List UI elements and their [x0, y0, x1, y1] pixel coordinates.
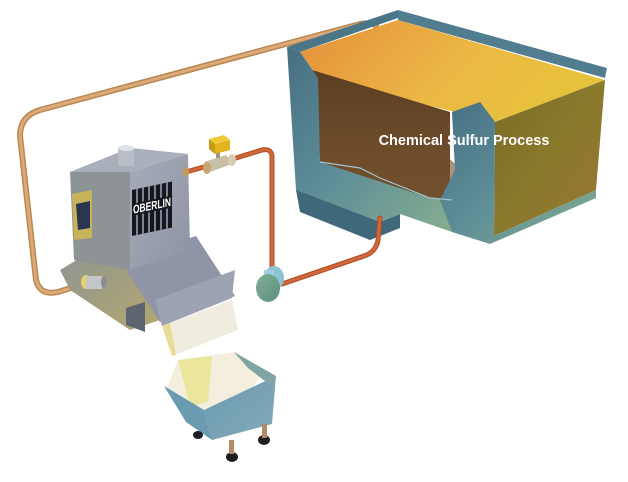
- valve-head-side: [209, 139, 215, 154]
- machine-chute-front: [155, 270, 235, 326]
- process-tank: Chemical Sulfur Process: [287, 10, 607, 244]
- cart-caster: [229, 440, 234, 454]
- inlet-fitting: [86, 276, 102, 289]
- valve-head-front: [215, 140, 230, 154]
- pump: [256, 266, 284, 302]
- filter-cake-sheet: [162, 300, 238, 356]
- filter-cake-edge: [162, 323, 176, 356]
- tank-right-face: [494, 80, 605, 236]
- machine-chimney: [118, 148, 134, 166]
- valve-flange-right: [228, 154, 236, 166]
- cart: [164, 352, 276, 462]
- cart-wheel: [193, 431, 203, 439]
- filter-unit: OBERLIN: [60, 145, 235, 332]
- tank-liquid-surface: [300, 20, 605, 122]
- filter-cake-discharge: [162, 300, 238, 356]
- tank-label: Chemical Sulfur Process: [379, 133, 550, 149]
- valve-flange-left: [203, 162, 211, 174]
- valve-stem: [216, 150, 220, 158]
- valve-head-top: [209, 135, 230, 144]
- cart-load-shadow: [178, 356, 212, 406]
- cart-front: [204, 376, 276, 440]
- valve: [203, 135, 236, 174]
- cart-wheel: [226, 452, 238, 462]
- outlet-pipe: [279, 215, 383, 287]
- brand-grille: OBERLIN: [132, 181, 172, 236]
- pump-face: [256, 274, 280, 302]
- cart-back-rim: [234, 352, 276, 388]
- cart-caster: [262, 424, 267, 438]
- grille-band: [132, 195, 172, 216]
- tank-back-left-rim: [287, 10, 398, 52]
- cart-left-side: [164, 386, 212, 440]
- machine-window: [76, 201, 90, 230]
- tank-left-wall: [287, 47, 452, 232]
- feed-pipe: [183, 147, 275, 275]
- inlet-fitting-end: [101, 276, 107, 288]
- tank-back-rim: [398, 10, 607, 78]
- tank-bottom: [296, 190, 400, 240]
- machine-side: [70, 160, 130, 270]
- feed-inlet-fitting: [183, 167, 189, 177]
- tank-floor: [320, 150, 494, 236]
- machine-chimney-top: [118, 145, 134, 151]
- tank-front-wall: [440, 102, 596, 244]
- valve-body: [204, 155, 232, 172]
- machine-base-notch: [126, 302, 145, 332]
- tank-cut-edge: [319, 161, 453, 201]
